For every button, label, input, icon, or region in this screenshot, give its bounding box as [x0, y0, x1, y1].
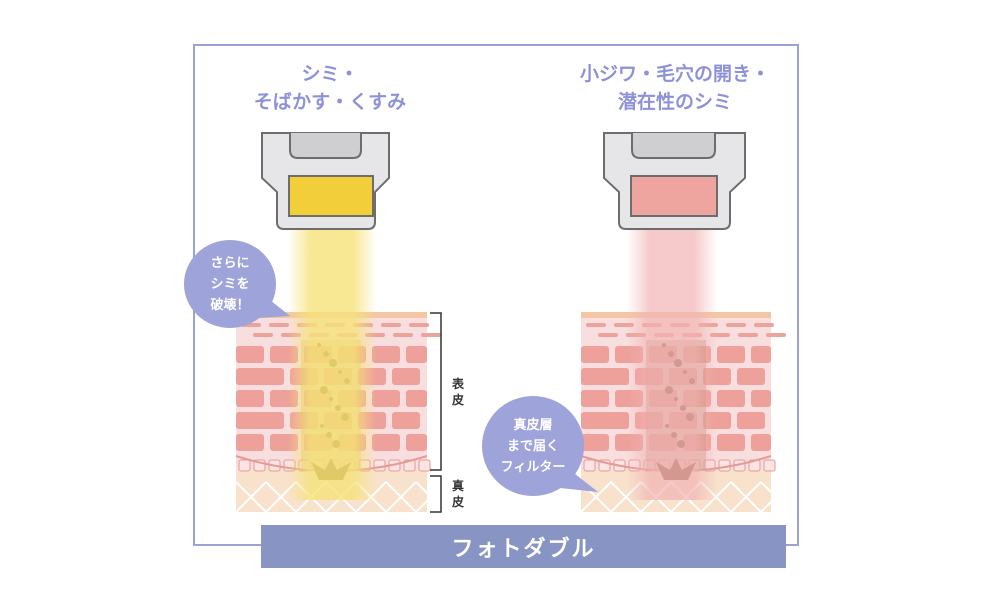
right-title: 小ジワ・毛穴の開き・潜在性のシミ — [579, 63, 770, 113]
filter-pink — [630, 175, 718, 217]
epidermis-label: 表皮 — [451, 377, 464, 407]
left-title: シミ・そばかす・くすみ — [253, 63, 407, 113]
left-callout-bubble: さらにシミを破壊！ — [184, 240, 276, 328]
light-beam-yellow — [288, 230, 376, 500]
light-beam-pink — [627, 230, 717, 500]
layer-brackets — [430, 312, 442, 513]
device-left — [261, 132, 390, 230]
right-callout-bubble: 真皮層まで届くフィルター — [482, 396, 584, 496]
filter-yellow — [288, 175, 374, 217]
device-right — [603, 132, 746, 230]
product-name-banner: フォトダブル — [261, 525, 786, 568]
dermis-label: 真皮 — [451, 479, 464, 509]
